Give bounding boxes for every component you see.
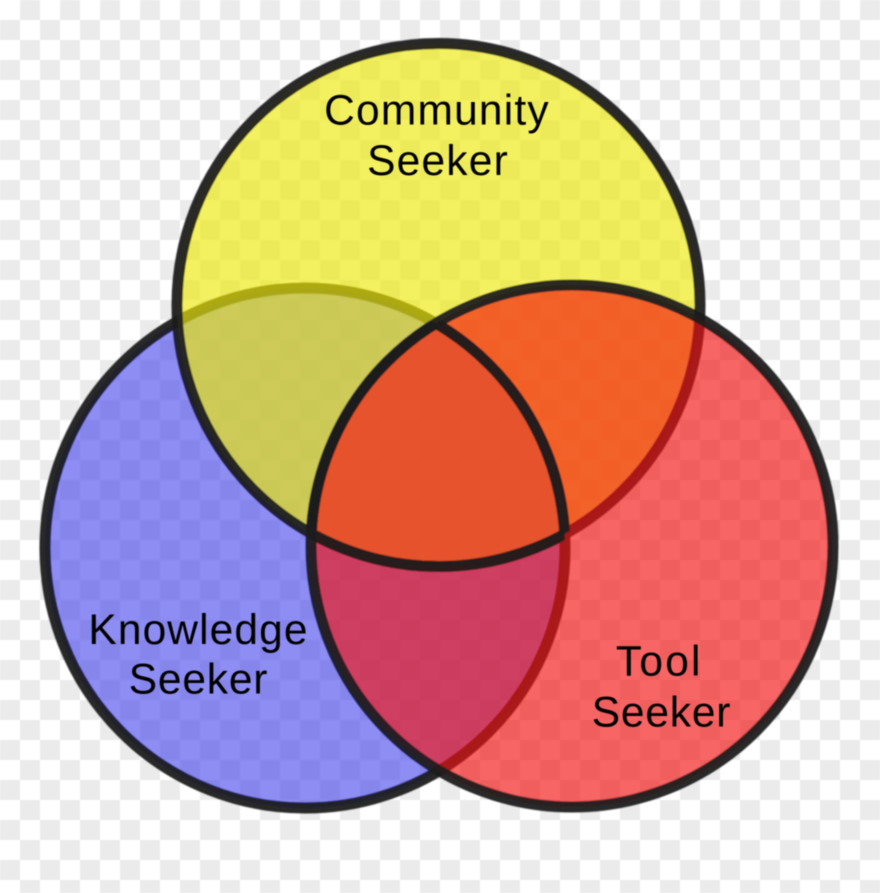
svg-text:Seeker: Seeker bbox=[592, 690, 731, 737]
svg-text:Knowledge: Knowledge bbox=[88, 607, 308, 654]
svg-text:Seeker: Seeker bbox=[129, 657, 268, 704]
svg-text:Seeker: Seeker bbox=[367, 138, 509, 185]
svg-text:Tool: Tool bbox=[616, 639, 703, 686]
svg-text:Community: Community bbox=[324, 88, 550, 135]
